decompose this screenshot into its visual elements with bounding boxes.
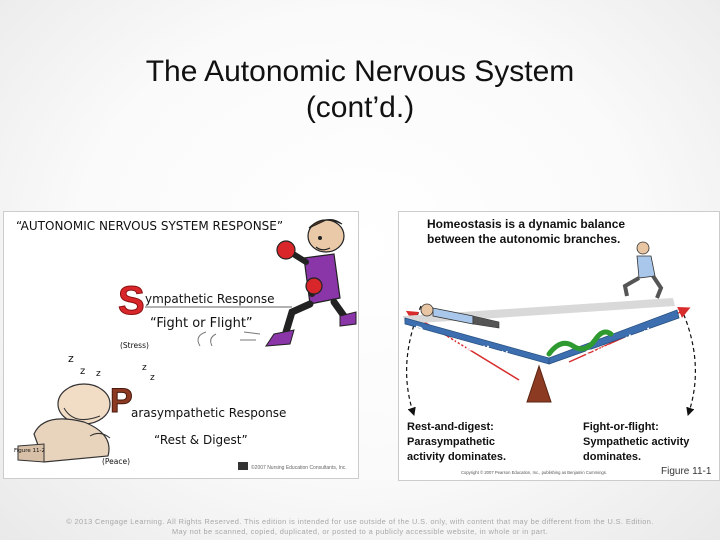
homeostasis-heading-line-1: Homeostasis is a dynamic balance (427, 217, 625, 231)
footer-line-2: May not be scanned, copied, duplicated, … (171, 527, 548, 536)
snore-z: z (96, 369, 101, 379)
ans-response-cartoon: “AUTONOMIC NERVOUS SYSTEM RESPONSE” S ym… (3, 211, 359, 479)
right-dashed-arc-arrow (680, 307, 696, 417)
fight-caption-line-2: Sympathetic activity (583, 436, 690, 448)
cartoon-heading: “AUTONOMIC NERVOUS SYSTEM RESPONSE” (16, 219, 283, 233)
figure-label-small: Figure 11-2 (14, 448, 45, 454)
parasympathetic-response-label: arasympathetic Response (131, 406, 286, 420)
sympathetic-response-label: ympathetic Response (145, 292, 275, 306)
rest-and-digest-label: “Rest & Digest” (154, 433, 248, 447)
snore-z: z (68, 352, 74, 365)
peace-tag: (Peace) (102, 457, 130, 466)
right-panel-copyright: Copyright © 2007 Pearson Education, Inc.… (461, 470, 607, 475)
left-dashed-arc-arrow (406, 305, 422, 417)
snore-z: z (80, 366, 85, 377)
slide-title-line-1: The Autonomic Nervous System (145, 55, 575, 88)
parasympathetic-letter-p: P (110, 382, 133, 420)
copyright-footer: © 2013 Cengage Learning. All Rights Rese… (40, 517, 680, 537)
stress-tag: (Stress) (120, 341, 149, 350)
fight-caption-line-3: dominates. (583, 451, 641, 463)
snore-z: z (142, 363, 147, 373)
running-man (622, 241, 664, 299)
fight-caption-line-1: Fight-or-flight: (583, 421, 659, 433)
fight-or-flight-label: “Fight or Flight” (150, 316, 253, 331)
homeostasis-heading-line-2: between the autonomic branches. (427, 232, 620, 246)
slide-title: The Autonomic Nervous System (cont’d.) (60, 54, 660, 126)
rest-caption-line-1: Rest-and-digest: (407, 421, 494, 433)
reclining-man (420, 303, 500, 329)
footer-line-1: © 2013 Cengage Learning. All Rights Rese… (66, 517, 654, 526)
runner-figure (197, 219, 357, 347)
homeostasis-balance-figure: Homeostasis is a dynamic balance between… (398, 211, 720, 481)
fulcrum (526, 364, 552, 403)
sympathetic-letter-s: S (118, 279, 145, 323)
seesaw-beam: Parasympathetic Sympathetic (403, 298, 680, 366)
publisher-logo (238, 462, 248, 470)
left-panel-copyright: ©2007 Nursing Education Consultants, Inc… (251, 464, 347, 471)
figure-label: Figure 11-1 (661, 466, 712, 477)
snore-z: z (150, 373, 155, 383)
slide-title-line-2: (cont’d.) (305, 91, 415, 124)
rest-caption-line-2: Parasympathetic (407, 436, 495, 448)
sleeping-figure: z z z z z (Peace) Figure 11-2 (14, 352, 155, 466)
boxing-glove-left (276, 240, 296, 260)
snake (546, 329, 614, 357)
parasympathetic-beam-label: Parasympathetic (412, 322, 516, 365)
rest-caption-line-3: activity dominates. (407, 451, 506, 463)
boxing-glove-right (305, 277, 323, 295)
